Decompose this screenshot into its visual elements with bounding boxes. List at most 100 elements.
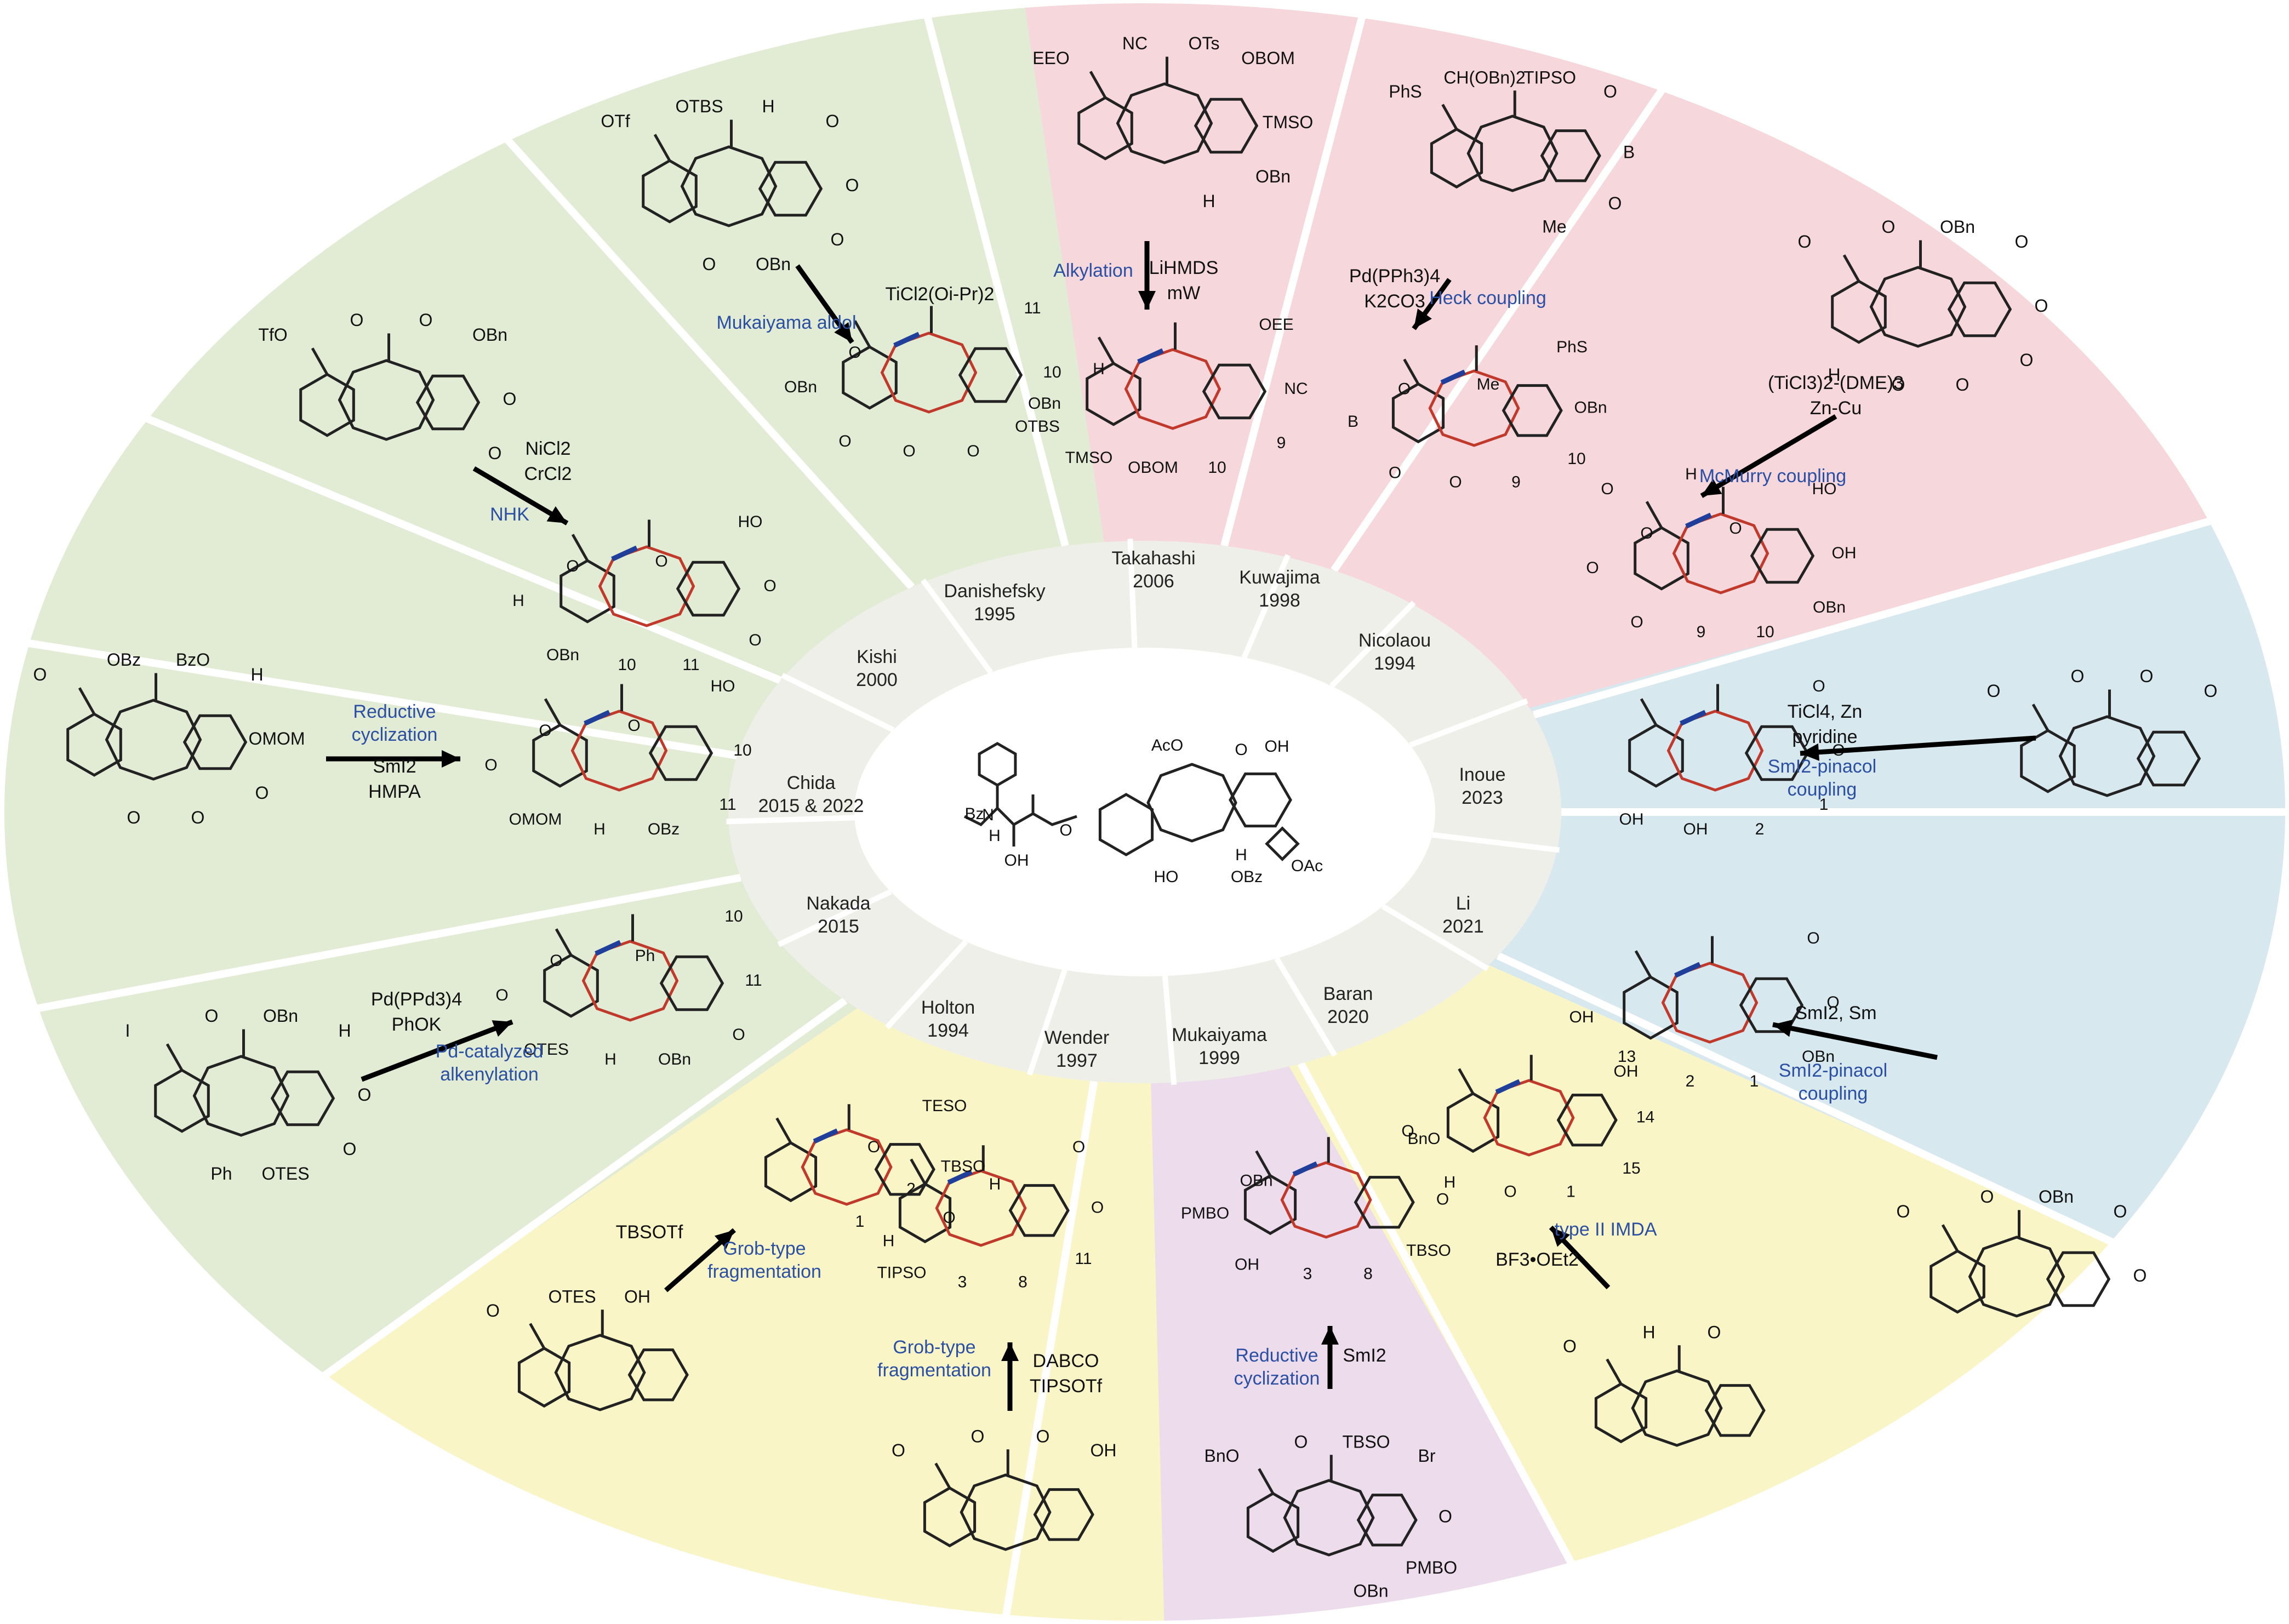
atom-label: H xyxy=(512,592,524,610)
atom-label: OBn xyxy=(2039,1187,2074,1206)
atom-label: 9 xyxy=(1277,434,1286,452)
atom-label: O xyxy=(343,1139,357,1159)
methyl-bond xyxy=(544,698,562,726)
product-kuwajima xyxy=(1391,345,1563,447)
atom-label: O xyxy=(826,111,840,131)
ring-divider xyxy=(1274,957,1338,1057)
sector-divider xyxy=(1220,7,1368,547)
arrow-shaft xyxy=(1700,414,1837,498)
methyl-bond xyxy=(1458,1068,1475,1095)
atom-label: 8 xyxy=(1363,1265,1373,1283)
ring-year-mukaiyama: 1999 xyxy=(1198,1048,1240,1068)
arrow-head xyxy=(1001,1342,1019,1361)
atom-label: O xyxy=(191,808,205,827)
reaction-name-kishi: NHK xyxy=(490,504,529,525)
atom-label: 1 xyxy=(1566,1183,1576,1201)
atom-label: H xyxy=(604,1050,617,1068)
ring-b xyxy=(1869,266,1967,348)
ring-c xyxy=(1356,1494,1418,1547)
ring-c xyxy=(659,955,724,1011)
atom-label: 9 xyxy=(1697,623,1706,641)
new-bond xyxy=(611,545,638,562)
ring-year-li: 2021 xyxy=(1442,916,1484,937)
atom-label: 10 xyxy=(733,741,751,759)
ring-a xyxy=(1077,96,1133,161)
atom-label: 13 xyxy=(1618,1048,1636,1066)
arrow-shaft xyxy=(1772,1022,1938,1060)
atom-label: OBn xyxy=(1940,217,1975,237)
arrow-head xyxy=(492,1020,512,1037)
atom-label: O xyxy=(1439,1507,1452,1526)
atom-label: O xyxy=(484,756,497,774)
atom-label: OH xyxy=(624,1287,650,1307)
ring-b xyxy=(570,710,668,792)
reaction-arrow xyxy=(795,264,854,344)
atom-label: HO xyxy=(738,513,763,531)
atom-label: O xyxy=(627,717,640,735)
arrow-shaft xyxy=(1800,735,2036,756)
ring-author-wender: Wender xyxy=(1044,1027,1109,1048)
atom-label: OBz xyxy=(107,650,141,670)
methyl-bond xyxy=(1258,1468,1275,1495)
reagent-text: Pd(PPd3)4 xyxy=(371,989,462,1010)
reagent-text: K2CO3 xyxy=(1364,291,1425,312)
reagent-text: TiCl4, Zn xyxy=(1788,701,1863,722)
product-wender xyxy=(898,1145,1070,1247)
reaction-arrow xyxy=(361,1019,513,1082)
atom-label: B xyxy=(1623,142,1635,162)
atom-label: O xyxy=(2015,232,2029,251)
ring-c xyxy=(1750,528,1815,584)
arrow-shaft xyxy=(361,1019,513,1082)
atom-label: OTES xyxy=(524,1040,569,1059)
ring-author-nakada: Nakada xyxy=(806,893,870,914)
product-inoue xyxy=(1628,684,1809,792)
ring-a xyxy=(898,1182,952,1244)
atom-label: 10 xyxy=(1208,459,1226,477)
starting-material-wender xyxy=(923,1449,1094,1551)
starting-material-holton xyxy=(517,1310,689,1411)
reaction-arrow xyxy=(1772,1019,1938,1060)
atom-label: H xyxy=(250,665,263,684)
atom-label: O xyxy=(205,1006,219,1026)
starting-material-kuwajima xyxy=(1430,90,1601,192)
atom-label: HO xyxy=(711,677,735,695)
atom-label: H xyxy=(1642,1323,1655,1342)
atom-label: OBn xyxy=(1813,598,1846,616)
reagent-text: BF3•OEt2 xyxy=(1495,1249,1579,1270)
ring-b xyxy=(1116,82,1213,164)
ring-a xyxy=(1634,526,1689,591)
reagent-text: (TiCl3)2-(DME)3 xyxy=(1768,373,1904,393)
atom-label: O xyxy=(763,577,776,595)
methyl-bond xyxy=(1441,104,1458,130)
atom-label: OBz xyxy=(1231,868,1263,886)
methyl-bond xyxy=(555,928,573,956)
atom-label: TIPSO xyxy=(1523,68,1576,88)
atom-label: OTES xyxy=(261,1164,309,1183)
ring-b xyxy=(1631,1369,1723,1447)
ring-a xyxy=(2020,729,2076,793)
sector-divider xyxy=(498,130,915,590)
atom-label: TBSO xyxy=(941,1158,986,1176)
ring-divider xyxy=(1241,554,1291,659)
atom-label: 9 xyxy=(1511,473,1521,491)
ring-year-holton: 1994 xyxy=(927,1020,969,1041)
sector-divider xyxy=(1001,1080,1098,1624)
atom-label: O xyxy=(566,557,579,575)
ring-year-takahashi: 2006 xyxy=(1133,571,1174,592)
atom-label: 3 xyxy=(958,1273,967,1291)
atom-label: O xyxy=(1601,480,1613,498)
reaction-arrow xyxy=(326,750,460,768)
sector-divider xyxy=(18,638,738,759)
reagent-text: DABCO xyxy=(1033,1351,1099,1371)
atom-label: 1 xyxy=(855,1213,865,1231)
atom-label: O xyxy=(1091,1199,1104,1217)
reaction-arrow xyxy=(664,1228,736,1293)
ring-b xyxy=(2058,715,2156,797)
ring-author-holton: Holton xyxy=(921,997,975,1018)
ring-author-nicolaou: Nicolaou xyxy=(1358,630,1431,651)
atom-label: OBn xyxy=(784,378,817,396)
reaction-arrow xyxy=(1700,414,1837,498)
